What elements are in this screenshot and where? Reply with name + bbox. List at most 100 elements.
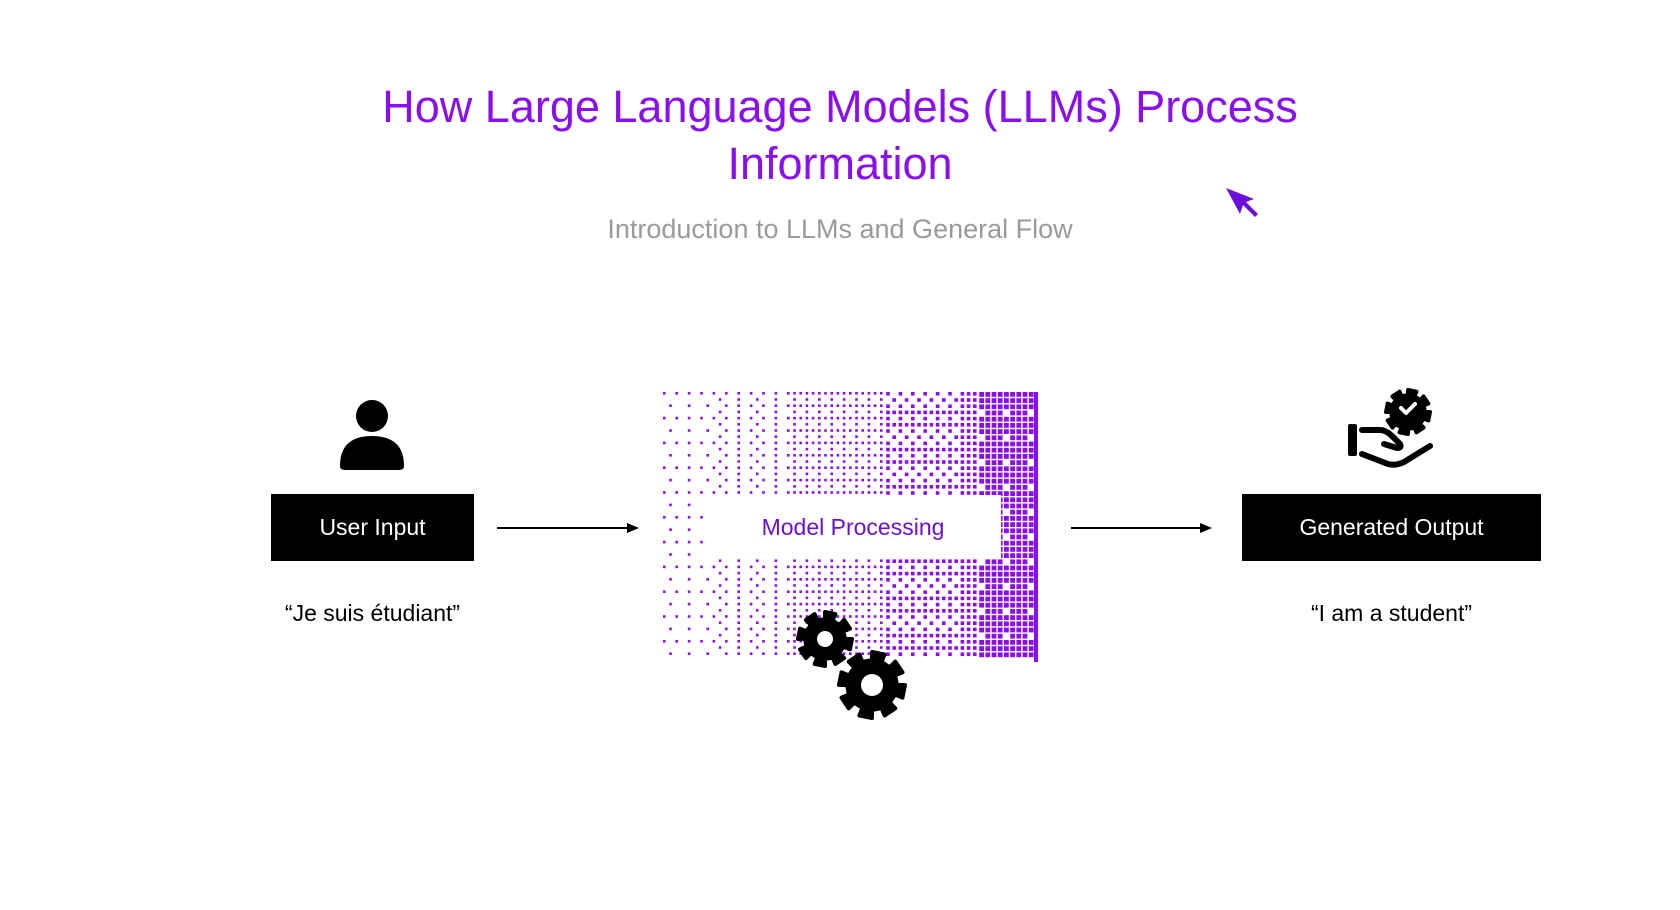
matrix-dot (880, 404, 883, 407)
matrix-dot (1022, 534, 1028, 540)
matrix-dot (836, 602, 840, 606)
matrix-dot (1016, 559, 1022, 565)
matrix-dot (886, 559, 890, 563)
matrix-dot (818, 435, 821, 438)
matrix-dot (997, 640, 1003, 645)
matrix-dot (830, 596, 833, 600)
matrix-dot (669, 454, 672, 457)
matrix-dot (979, 429, 984, 434)
matrix-dot (706, 652, 709, 655)
matrix-dot (855, 571, 858, 575)
matrix-dot (818, 423, 821, 426)
matrix-dot (880, 646, 883, 649)
matrix-dot (1010, 509, 1015, 515)
matrix-dot (1010, 547, 1015, 552)
matrix-dot (725, 404, 728, 407)
matrix-dot (1010, 590, 1015, 596)
matrix-dot (793, 416, 796, 420)
matrix-dot (948, 571, 952, 576)
matrix-dot (991, 485, 997, 490)
matrix-dot (898, 478, 903, 483)
matrix-dot (1010, 447, 1015, 453)
matrix-dot (917, 633, 921, 638)
matrix-dot (985, 590, 991, 596)
matrix-dot (818, 410, 821, 414)
matrix-dot (886, 441, 890, 446)
matrix-dot (886, 454, 890, 458)
matrix-dot (873, 602, 877, 606)
matrix-dot (787, 454, 790, 457)
matrix-dot (675, 590, 678, 593)
matrix-dot (799, 416, 802, 420)
matrix-dot (805, 491, 809, 494)
matrix-dot (830, 478, 833, 482)
matrix-dot (911, 596, 915, 601)
matrix-dot (929, 447, 934, 452)
matrix-dot (880, 435, 883, 438)
matrix-dot (793, 571, 796, 575)
matrix-dot (855, 472, 858, 476)
matrix-dot (1004, 491, 1009, 496)
matrix-dot (756, 472, 759, 476)
matrix-dot (979, 441, 984, 447)
matrix-dot (774, 640, 778, 643)
matrix-dot (954, 646, 958, 650)
matrix-dot (805, 565, 809, 569)
matrix-dot (923, 590, 927, 594)
matrix-dot (1022, 621, 1028, 627)
matrix-dot (818, 578, 821, 581)
matrix-dot (706, 602, 709, 606)
matrix-dot (935, 392, 940, 396)
matrix-dot (867, 578, 871, 581)
matrix-dot (886, 447, 890, 452)
matrix-dot (1022, 429, 1028, 434)
matrix-dot (1004, 528, 1009, 534)
matrix-dot (911, 559, 915, 563)
matrix-dot (855, 423, 858, 426)
matrix-dot (904, 571, 909, 576)
matrix-dot (997, 609, 1003, 614)
matrix-dot (867, 584, 871, 587)
matrix-dot (997, 627, 1003, 633)
matrix-dot (663, 466, 666, 469)
matrix-dot (687, 590, 691, 593)
matrix-dot (1022, 540, 1028, 546)
matrix-dot (1010, 404, 1015, 410)
matrix-dot (1004, 441, 1009, 447)
matrix-dot (867, 392, 871, 395)
matrix-dot (855, 435, 858, 438)
matrix-dot (855, 429, 858, 432)
matrix-dot (1010, 472, 1015, 478)
matrix-dot (898, 410, 903, 415)
matrix-dot (749, 615, 753, 618)
matrix-dot (948, 423, 952, 427)
matrix-dot (749, 627, 753, 631)
matrix-dot (818, 609, 821, 612)
matrix-dot (867, 596, 871, 600)
matrix-dot (985, 640, 991, 645)
matrix-dot (818, 460, 821, 463)
matrix-dot (830, 571, 833, 575)
matrix-dot (787, 615, 790, 618)
matrix-dot (861, 454, 864, 457)
matrix-dot (1016, 578, 1022, 583)
matrix-dot (911, 485, 915, 489)
matrix-dot (880, 633, 883, 637)
matrix-dot (979, 392, 984, 397)
matrix-dot (1028, 503, 1034, 509)
matrix-dot (737, 584, 740, 587)
matrix-dot (880, 565, 883, 569)
matrix-dot (991, 472, 997, 478)
matrix-dot (842, 485, 846, 488)
matrix-dot (979, 571, 984, 577)
matrix-dot (973, 596, 977, 601)
matrix-dot (861, 404, 864, 407)
matrix-dot (917, 621, 921, 625)
matrix-dot (774, 559, 778, 562)
matrix-dot (985, 633, 991, 639)
matrix-dot (799, 441, 802, 445)
matrix-dot (892, 398, 896, 402)
matrix-dot (818, 602, 821, 606)
matrix-dot (1022, 609, 1028, 614)
matrix-dot (886, 602, 890, 607)
